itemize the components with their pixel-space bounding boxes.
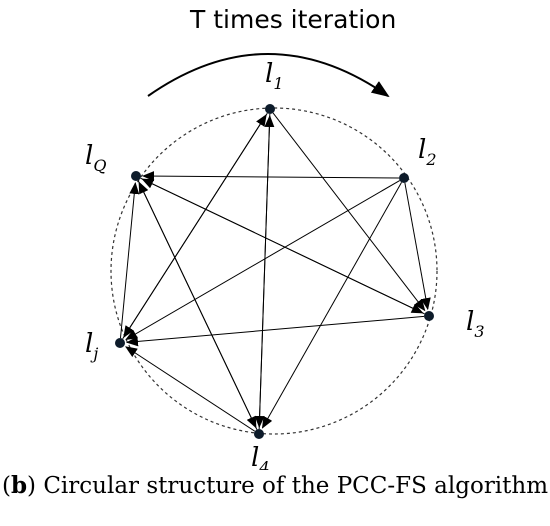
edge-lQ-to-l4 bbox=[137, 180, 257, 429]
edge-l2-to-lj bbox=[125, 180, 400, 340]
edge-l1-to-l3 bbox=[272, 112, 426, 312]
circular-structure-diagram: T times iteration l1 l2 l3 l4 lj lQ bbox=[85, 5, 485, 470]
node-label-lj: lj bbox=[85, 329, 98, 363]
node-label-l1: l1 bbox=[265, 59, 284, 93]
edge-lQ-to-l3 bbox=[140, 177, 424, 314]
edge-l4-to-lj bbox=[125, 346, 256, 432]
node-label-l4: l4 bbox=[251, 443, 270, 470]
node-label-l2: l2 bbox=[418, 135, 437, 169]
node-lQ bbox=[131, 171, 141, 181]
node-l3 bbox=[424, 311, 434, 321]
node-l2 bbox=[399, 173, 409, 183]
diagram-title: T times iteration bbox=[189, 5, 396, 34]
caption-label: b bbox=[10, 472, 28, 499]
edge-l2-to-l4 bbox=[261, 182, 402, 429]
node-lj bbox=[115, 338, 125, 348]
edge-l4-to-l1 bbox=[258, 114, 275, 430]
figure-caption: (b) Circular structure of the PCC-FS alg… bbox=[0, 472, 550, 499]
iteration-arrow bbox=[147, 53, 390, 98]
edges-layer bbox=[119, 112, 431, 432]
edge-l3-to-lj bbox=[125, 315, 425, 347]
edge-lj-to-l1 bbox=[122, 114, 267, 340]
node-label-l3: l3 bbox=[466, 307, 485, 341]
edge-l2-to-l3 bbox=[404, 182, 431, 311]
node-l4 bbox=[254, 429, 264, 439]
node-l1 bbox=[265, 104, 275, 114]
node-label-lQ: lQ bbox=[85, 141, 106, 175]
nodes-layer bbox=[115, 104, 434, 439]
caption-text: ) Circular structure of the PCC-FS algor… bbox=[27, 473, 549, 499]
edge-l2-to-lQ bbox=[141, 171, 400, 182]
dashed-circle bbox=[110, 107, 438, 435]
edge-lj-to-lQ bbox=[119, 181, 140, 339]
caption-open: ( bbox=[1, 473, 11, 499]
